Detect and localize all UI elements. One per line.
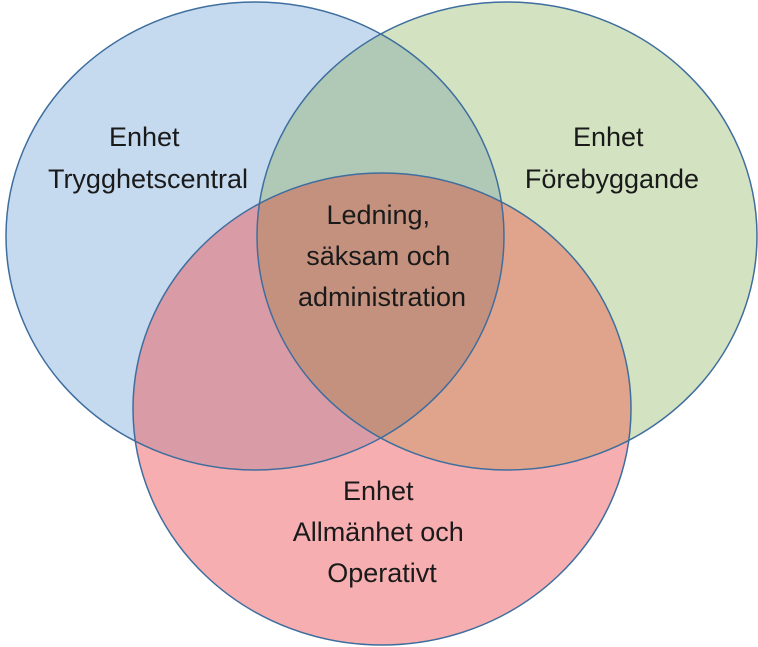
label-line: säksam och [306, 241, 450, 271]
label-allmanhet: Enhet Allmänhet och Operativt [293, 476, 472, 588]
label-line: Enhet [109, 122, 180, 152]
outline-trygghetscentral [5, 1, 505, 471]
label-trygghetscentral: Enhet Trygghetscentral [48, 122, 248, 194]
label-forebyggande: Enhet Förebyggande [525, 122, 699, 194]
label-line: Förebyggande [525, 164, 699, 194]
label-center: Ledning, säksam och administration [298, 200, 466, 312]
outline-allmanhet [132, 172, 632, 646]
label-line: Trygghetscentral [48, 164, 248, 194]
label-line: administration [298, 282, 466, 312]
label-line: Enhet [343, 476, 414, 506]
label-line: Ledning, [326, 200, 430, 230]
outline-forebyggande [256, 1, 758, 471]
label-line: Operativt [327, 558, 437, 588]
label-line: Allmänhet och [293, 517, 464, 547]
label-line: Enhet [573, 122, 644, 152]
